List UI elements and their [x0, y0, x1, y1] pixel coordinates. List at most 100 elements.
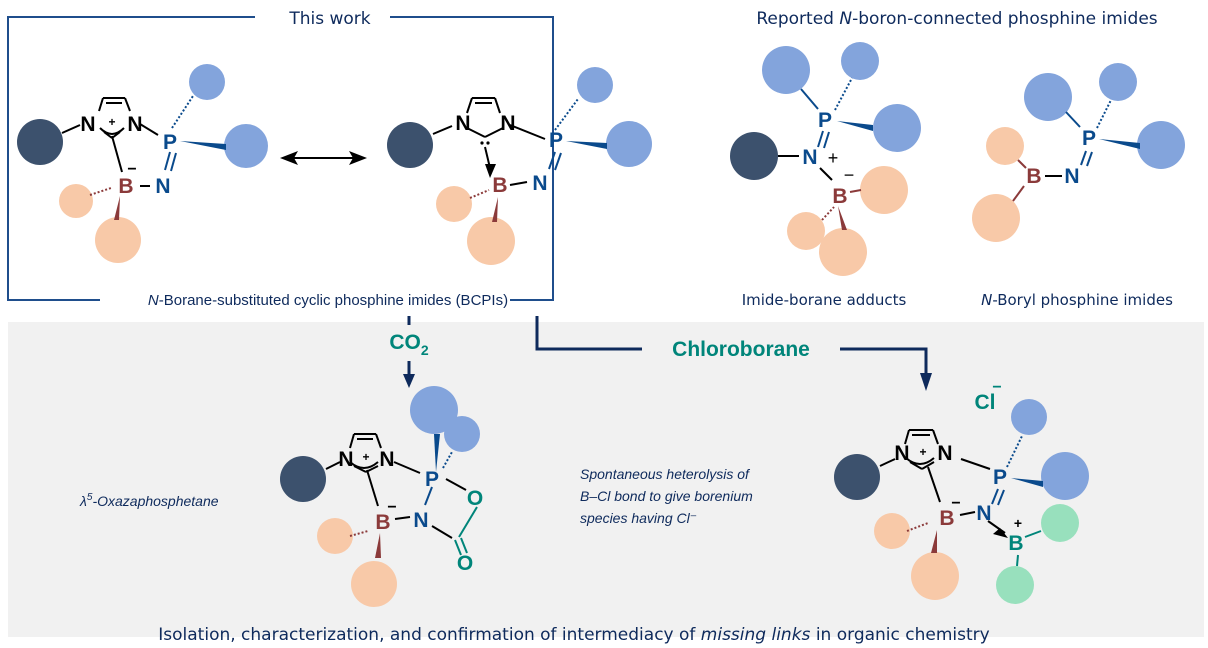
bond [1080, 150, 1087, 166]
chloroborane-label: Chloroborane [672, 338, 810, 361]
atom-label: B [118, 175, 133, 198]
bond [492, 197, 498, 222]
bond [442, 451, 453, 469]
substituent-blue [1041, 452, 1089, 500]
chloride-ion: Cl − [975, 379, 1002, 414]
bond [375, 433, 382, 449]
bond [927, 466, 941, 503]
substituent-dark [834, 454, 880, 500]
atom-label: + [362, 450, 369, 464]
substituent-blue [1011, 399, 1047, 435]
bond [98, 97, 104, 112]
atom-label: − [844, 165, 855, 185]
reported-title: Reported N-boron-connected phosphine imi… [756, 9, 1157, 29]
substituent-peach [874, 513, 910, 549]
bond [993, 528, 1008, 538]
svg-text:−: − [992, 379, 1001, 396]
bond [817, 130, 824, 148]
bond [960, 458, 991, 470]
bond [997, 489, 1005, 506]
bond [932, 429, 939, 445]
bond [494, 97, 501, 114]
substituent-peach [986, 127, 1024, 165]
bcpi-zwitterion-structure: N N + P N B − [17, 64, 268, 263]
bond [838, 206, 847, 230]
bond [554, 98, 579, 131]
substituent-blue [762, 46, 810, 94]
atom-label: N [379, 448, 394, 471]
imide-borane-caption: Imide-borane adducts [742, 291, 907, 309]
atom-label: N [413, 509, 428, 532]
atom-label: O [457, 552, 473, 575]
bond [1012, 185, 1025, 202]
bond [89, 187, 112, 196]
atom-label: N [1064, 165, 1079, 188]
borenium-structure: N N + P N B − B + [834, 399, 1089, 604]
atom-label: + [1014, 515, 1022, 531]
substituent-peach [59, 184, 93, 218]
substituent-peach [911, 552, 959, 600]
bond [1016, 554, 1019, 567]
bond [103, 131, 113, 139]
substituent [486, 141, 490, 145]
substituent-dark [17, 119, 63, 165]
substituent-blue [1024, 73, 1072, 121]
bond [375, 533, 381, 558]
atom-label: O [467, 487, 483, 510]
bond [1086, 151, 1093, 167]
bond [1006, 435, 1023, 468]
bond [485, 164, 496, 178]
atom-label: P [425, 468, 439, 491]
bond [509, 124, 546, 140]
bond [566, 141, 607, 149]
substituent-blue [444, 416, 480, 452]
bond [469, 189, 490, 199]
bond [1017, 159, 1027, 169]
atom-label: B [375, 511, 390, 534]
atom-label: N [976, 502, 991, 525]
bond [365, 465, 379, 473]
svg-text:Spontaneous heterolysis of: Spontaneous heterolysis of [580, 466, 751, 482]
substituent-peach [317, 518, 353, 554]
bond [931, 530, 937, 553]
bond [1096, 99, 1112, 129]
substituent-dark [387, 122, 433, 168]
atom-label: N [894, 442, 909, 465]
atom-label: B [832, 185, 847, 208]
substituent-peach [351, 561, 397, 607]
imide-borane-adduct-structure: P N + − B [730, 42, 921, 276]
bond [819, 167, 833, 181]
bond [484, 127, 504, 138]
atom-label: + [108, 115, 115, 129]
atom-label: N [155, 175, 170, 198]
bond [171, 95, 194, 129]
svg-text:Cl: Cl [975, 391, 996, 414]
bond [394, 516, 411, 520]
bond [349, 530, 369, 537]
bond [1065, 111, 1081, 128]
bond [466, 97, 473, 114]
substituent-blue [873, 104, 921, 152]
atom-label: B [1008, 532, 1023, 555]
borenium-note: Spontaneous heterolysis of B–Cl bond to … [580, 466, 753, 526]
bond [349, 433, 355, 449]
bond [991, 488, 999, 505]
bond [431, 525, 453, 539]
substituent-blue [606, 121, 652, 167]
bond [800, 88, 819, 110]
bond [548, 151, 556, 170]
atom-label: N [802, 146, 817, 169]
bond [921, 461, 935, 470]
atom-label: + [919, 445, 926, 459]
bond [180, 141, 226, 150]
atom-label: N [338, 448, 353, 471]
atom-label: − [387, 499, 396, 516]
bcpi-caption: N-Borane-substituted cyclic phosphine im… [148, 292, 508, 309]
bond [466, 127, 486, 138]
substituent-green [996, 566, 1034, 604]
substituent-peach [436, 186, 472, 222]
substituent-peach [95, 217, 141, 263]
bond [164, 151, 171, 171]
bcpi-carbene-structure: N N P N B [387, 67, 652, 265]
